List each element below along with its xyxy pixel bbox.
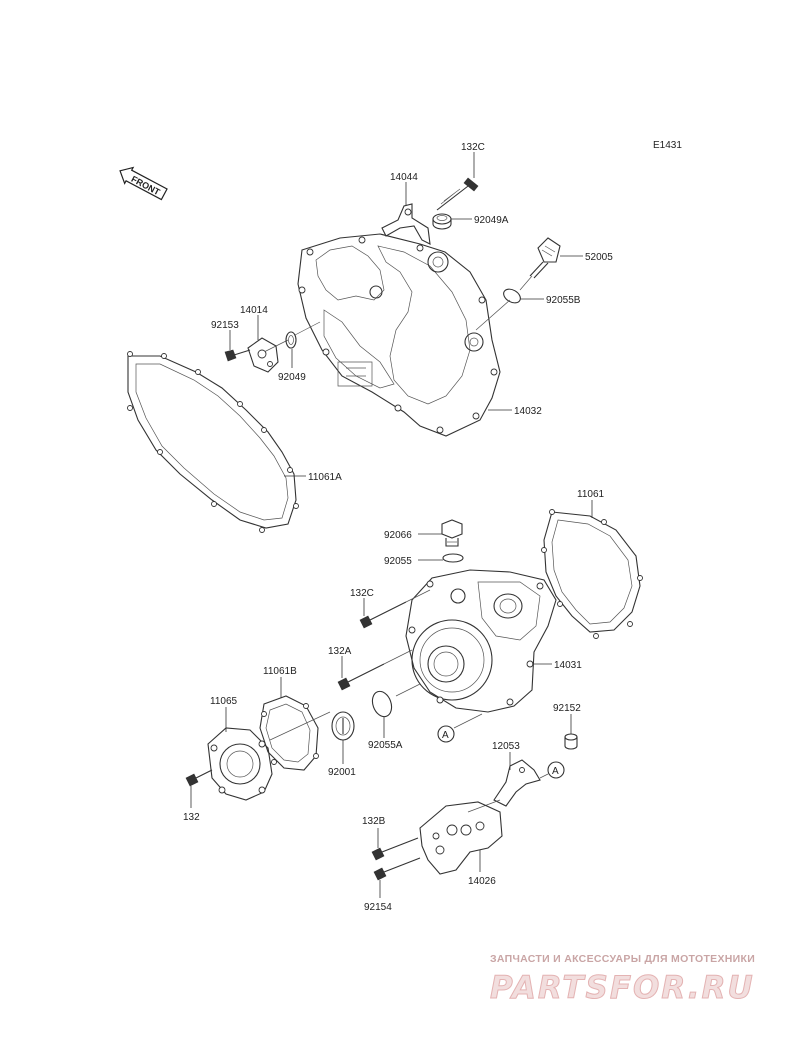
bolt-132 — [185, 769, 213, 787]
guide-12053 — [493, 759, 549, 807]
watermark-subtitle: ЗАПЧАСТИ И АКСЕССУАРЫ ДЛЯ МОТОТЕХНИКИ — [490, 953, 755, 965]
callout-14031: 14031 — [554, 660, 582, 671]
diagram-code: E1431 — [653, 140, 682, 151]
seal-92049 — [285, 331, 297, 349]
callout-11065: 11065 — [210, 696, 238, 707]
cover-11065 — [207, 727, 273, 801]
callout-11061a: 11061A — [308, 472, 342, 483]
bolt-132c-mid — [359, 589, 431, 629]
gasket-11061 — [541, 509, 643, 639]
sprocket-cover-14026 — [419, 801, 503, 875]
plug-52005 — [529, 237, 561, 279]
ref-a-marker-1: A — [437, 725, 455, 743]
cover-14031 — [405, 569, 557, 713]
bolt-92153 — [224, 349, 251, 362]
callout-11061: 11061 — [577, 489, 605, 500]
callout-132b: 132B — [362, 816, 386, 827]
callout-132c-mid: 132C — [350, 588, 374, 599]
watermark: ЗАПЧАСТИ И АКСЕССУАРЫ ДЛЯ МОТОТЕХНИКИ PA… — [490, 953, 755, 1007]
gasket-11061a — [127, 351, 299, 533]
cap-92001 — [331, 711, 355, 741]
oring-92055 — [442, 553, 464, 563]
bolt-132b — [371, 837, 419, 861]
callout-92152: 92152 — [553, 703, 581, 714]
callout-14026: 14026 — [468, 876, 496, 887]
callout-92055: 92055 — [384, 556, 412, 567]
callout-92055b: 92055B — [546, 295, 581, 306]
oring-92055a — [371, 690, 393, 718]
bracket-14044 — [381, 203, 431, 245]
callout-12053: 12053 — [492, 741, 520, 752]
callout-92049: 92049 — [278, 372, 306, 383]
oring-92055b — [503, 288, 521, 304]
callout-14032: 14032 — [514, 406, 542, 417]
bolt-132a — [337, 649, 413, 691]
watermark-brand: PARTSFOR.RU — [490, 970, 755, 1006]
callout-92049a: 92049A — [474, 215, 509, 226]
callout-14044: 14044 — [390, 172, 418, 183]
seal-92049a — [432, 213, 452, 230]
callout-132: 132 — [183, 812, 200, 823]
cover-14032 — [297, 233, 501, 437]
gasket-11061b — [259, 695, 319, 771]
dowel-92152 — [564, 733, 578, 750]
bolt-132c-top — [436, 177, 479, 211]
plate-14014 — [247, 337, 279, 373]
callout-92055a: 92055A — [368, 740, 403, 751]
front-arrow-icon: FRONT — [119, 166, 168, 201]
callout-132a: 132A — [328, 646, 352, 657]
bolt-92154 — [373, 857, 421, 881]
callout-92066: 92066 — [384, 530, 412, 541]
ref-a-marker-2: A — [547, 761, 565, 779]
plug-92066 — [441, 519, 463, 547]
callout-92154: 92154 — [364, 902, 392, 913]
callout-92153: 92153 — [211, 320, 239, 331]
callout-52005: 52005 — [585, 252, 613, 263]
ref-a-label-1: A — [442, 730, 449, 741]
callout-92001: 92001 — [328, 767, 356, 778]
callout-132c-top: 132C — [461, 142, 485, 153]
ref-a-label-2: A — [552, 766, 559, 777]
callout-14014: 14014 — [240, 305, 268, 316]
callout-11061b: 11061B — [263, 666, 297, 677]
